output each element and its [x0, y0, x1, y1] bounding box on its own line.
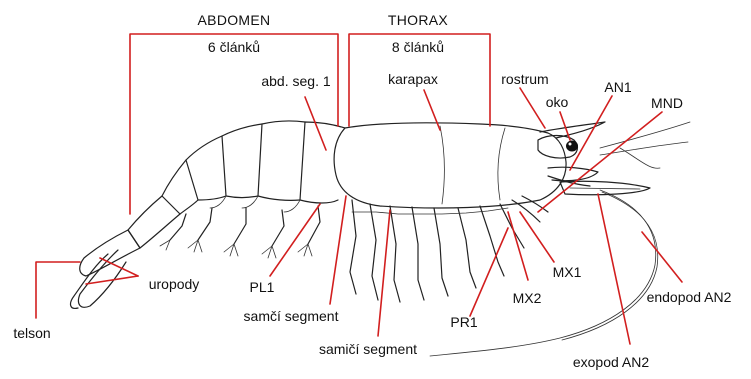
telson — [80, 230, 140, 276]
eye — [567, 141, 578, 151]
leader-mx2 — [508, 212, 528, 280]
label-samici-segment: samičí segment — [319, 341, 417, 357]
label-oko: oko — [546, 94, 569, 110]
label-abd-seg-1: abd. seg. 1 — [261, 73, 330, 89]
leader-mnd — [538, 112, 662, 212]
abdomen-title: ABDOMEN — [198, 12, 271, 28]
abdomen-bracket: ABDOMEN 6 článků — [130, 12, 338, 214]
leader-samci-segment — [330, 196, 346, 304]
thorax-title: THORAX — [388, 12, 448, 28]
abdomen-segment-5 — [162, 160, 198, 214]
label-samci-segment: samčí segment — [244, 308, 339, 324]
abdomen-segment-6 — [128, 196, 180, 248]
label-exopod-an2: exopod AN2 — [573, 354, 649, 370]
leader-pl1 — [270, 204, 320, 276]
abdomen-segment-4 — [186, 136, 226, 200]
leader-rostrum — [520, 88, 545, 128]
label-rostrum: rostrum — [501, 71, 548, 87]
leader-samici-segment — [378, 210, 390, 336]
label-mx2: MX2 — [513, 290, 542, 306]
label-an1: AN1 — [604, 79, 631, 95]
thorax-bracket: THORAX 8 článků — [349, 12, 490, 126]
label-mx1: MX1 — [553, 264, 582, 280]
label-karapax: karapax — [388, 71, 438, 87]
label-pl1: PL1 — [250, 279, 275, 295]
label-telson: telson — [13, 325, 50, 341]
label-mnd: MND — [651, 95, 683, 111]
label-endopod-an2: endopod AN2 — [647, 289, 732, 305]
leader-endopod-an2 — [642, 232, 682, 282]
abdomen-subtitle: 6 článků — [208, 39, 260, 55]
leader-exopod-an2 — [598, 194, 630, 344]
carapace — [334, 123, 566, 208]
label-pr1: PR1 — [450, 314, 477, 330]
abdomen-segment-1 — [300, 122, 345, 203]
abdomen-segment-2 — [258, 121, 305, 200]
antenna-2-flagellum — [430, 190, 656, 356]
leader-karapax — [424, 90, 440, 130]
thorax-subtitle: 8 článků — [392, 39, 444, 55]
label-uropody: uropody — [149, 276, 200, 292]
leader-telson — [36, 262, 80, 318]
abdomen-segment-3 — [222, 124, 262, 198]
pleopods — [160, 206, 320, 258]
